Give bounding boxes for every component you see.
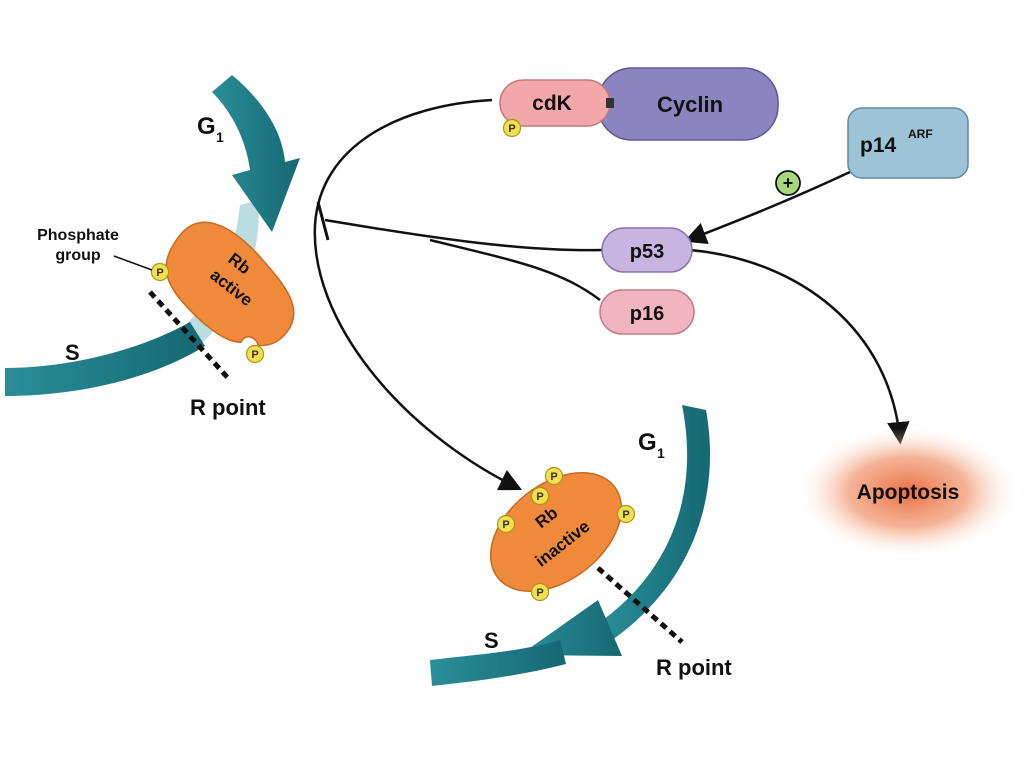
inhibition-line-p53 xyxy=(324,218,604,252)
p14arf-superscript: ARF xyxy=(908,127,933,141)
rb-inactive-phosphate-3: P xyxy=(496,514,516,534)
rb-inactive xyxy=(489,472,623,592)
g1-bottom-subscript: 1 xyxy=(657,445,665,461)
phosphate-callout-line xyxy=(113,255,153,271)
apoptosis-node: Apoptosis xyxy=(800,428,1016,556)
left-r-point-line xyxy=(148,290,230,380)
rb-active xyxy=(165,221,295,347)
g1-top-subscript: 1 xyxy=(216,129,224,145)
svg-text:Cyclin: Cyclin xyxy=(657,92,723,117)
r-point-bottom-label: R point xyxy=(656,655,732,680)
cdk-node: cdK xyxy=(499,79,614,127)
s-bottom-label: S xyxy=(484,628,499,653)
svg-text:p14: p14 xyxy=(860,134,897,157)
rb-inactive-phosphate-4: P xyxy=(616,504,636,524)
svg-text:P: P xyxy=(251,349,258,361)
svg-text:P: P xyxy=(156,267,163,279)
svg-text:cdK: cdK xyxy=(532,92,572,115)
bottom-r-point-line xyxy=(596,566,684,644)
s-left-label: S xyxy=(65,340,80,365)
svg-text:Apoptosis: Apoptosis xyxy=(857,481,960,504)
phosphate-group-label-line2: group xyxy=(55,247,101,264)
left-g1-arrow xyxy=(212,75,300,232)
left-s-arc xyxy=(5,322,205,396)
rb-inactive-phosphate-2: P xyxy=(530,486,550,506)
svg-text:P: P xyxy=(502,519,509,531)
inhibition-bar xyxy=(316,201,330,241)
cdk-to-rb-inactive-arrow xyxy=(313,98,523,491)
r-point-left-label: R point xyxy=(190,395,266,420)
bottom-cell-cycle xyxy=(430,405,711,686)
cyclin-node: Cyclin xyxy=(597,67,779,141)
svg-text:P: P xyxy=(622,509,629,521)
svg-text:p16: p16 xyxy=(630,303,664,325)
svg-text:p53: p53 xyxy=(630,241,664,263)
bottom-cycle-arrowhead xyxy=(520,600,622,656)
rb-active-phosphate-2: P xyxy=(245,344,265,364)
inhibition-line-p16 xyxy=(429,238,601,302)
p14-to-p53-arrow xyxy=(683,170,851,245)
svg-text:+: + xyxy=(783,173,794,193)
svg-text:P: P xyxy=(536,587,543,599)
cdk-phosphate: P xyxy=(502,118,522,138)
bottom-g1-arc xyxy=(600,405,711,640)
positive-regulation-icon: + xyxy=(775,170,801,196)
bottom-s-arc xyxy=(430,640,566,686)
p53-to-apoptosis-arrow xyxy=(689,248,910,445)
rb-active-phosphate-1: P xyxy=(150,262,170,282)
p14arf-node: p14 ARF xyxy=(847,107,969,179)
p16-node: p16 xyxy=(599,289,695,335)
phosphate-group-label-line1: Phosphate xyxy=(37,227,119,244)
p53-node: p53 xyxy=(601,227,693,273)
g1-top-label: G xyxy=(197,113,216,140)
svg-text:P: P xyxy=(508,123,515,135)
rb-inactive-phosphate-1: P xyxy=(544,466,564,486)
rb-inactive-phosphate-5: P xyxy=(530,582,550,602)
svg-text:P: P xyxy=(550,471,557,483)
g1-bottom-label: G xyxy=(638,429,657,456)
svg-text:P: P xyxy=(536,491,543,503)
